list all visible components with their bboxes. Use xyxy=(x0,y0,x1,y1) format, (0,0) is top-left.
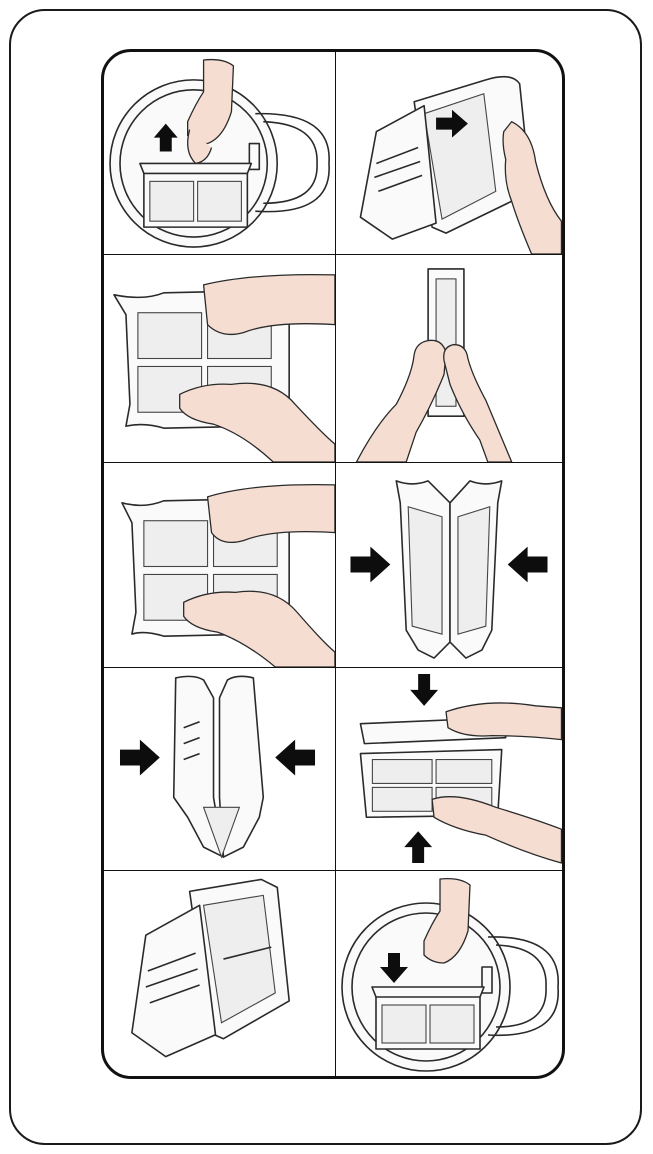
step-8-illustration xyxy=(359,673,562,864)
arrow-inward-left-icon xyxy=(350,546,391,583)
step-7-illustration xyxy=(119,675,316,859)
step-10-panel xyxy=(336,871,562,1076)
arrow-up-icon xyxy=(404,831,433,864)
step-2-panel xyxy=(336,52,562,255)
instruction-grid xyxy=(101,49,565,1079)
step-5-illustration xyxy=(121,484,335,667)
step-8-panel xyxy=(336,668,562,871)
arrow-down-icon xyxy=(410,673,439,706)
step-3-panel xyxy=(104,255,336,463)
step-4-illustration xyxy=(355,268,513,462)
outer-frame xyxy=(9,9,642,1145)
arrow-right-icon xyxy=(436,109,468,138)
arrow-inward-right-icon xyxy=(275,739,316,776)
step-3-illustration xyxy=(113,273,335,462)
step-5-panel xyxy=(104,463,336,668)
step-1-illustration xyxy=(109,58,330,248)
step-6-panel xyxy=(336,463,562,668)
step-2-illustration xyxy=(359,75,562,254)
arrow-inward-right-icon xyxy=(507,546,548,583)
step-10-illustration xyxy=(341,877,559,1072)
step-7-panel xyxy=(104,668,336,871)
arrow-down-icon xyxy=(380,953,408,983)
step-4-panel xyxy=(336,255,562,463)
step-9-panel xyxy=(104,871,336,1076)
arrow-up-icon xyxy=(153,123,178,152)
step-9-illustration xyxy=(131,878,290,1058)
step-6-illustration xyxy=(350,480,548,659)
step-1-panel xyxy=(104,52,336,255)
arrow-inward-left-icon xyxy=(119,739,160,776)
